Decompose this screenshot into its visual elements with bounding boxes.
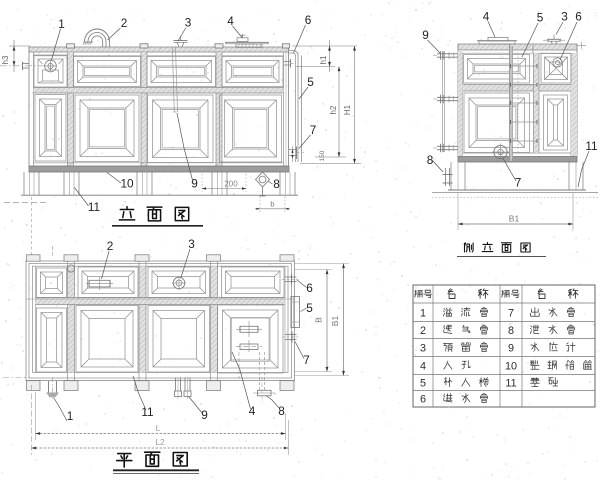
- svg-text:3: 3: [420, 342, 426, 354]
- svg-text:10: 10: [505, 360, 517, 372]
- svg-text:B1: B1: [330, 316, 340, 327]
- svg-text:8: 8: [278, 404, 285, 418]
- svg-text:h2: h2: [329, 105, 338, 114]
- svg-text:8: 8: [427, 153, 434, 167]
- svg-text:5: 5: [306, 301, 313, 315]
- svg-text:11: 11: [585, 139, 597, 153]
- svg-text:9: 9: [201, 408, 208, 422]
- svg-text:h3: h3: [1, 55, 10, 64]
- svg-text:b: b: [270, 200, 274, 209]
- svg-text:5: 5: [537, 11, 544, 25]
- svg-text:11: 11: [141, 405, 153, 419]
- svg-text:6: 6: [305, 13, 312, 27]
- svg-text:11: 11: [505, 377, 516, 389]
- svg-text:1: 1: [58, 17, 65, 31]
- svg-text:2: 2: [420, 325, 426, 337]
- svg-text:9: 9: [422, 28, 429, 42]
- svg-text:4: 4: [420, 360, 426, 372]
- svg-text:3: 3: [561, 10, 568, 24]
- svg-text:8: 8: [273, 177, 280, 191]
- svg-text:6: 6: [306, 281, 313, 295]
- svg-text:B1: B1: [509, 214, 520, 224]
- svg-text:11: 11: [88, 200, 100, 214]
- svg-text:8: 8: [508, 325, 514, 337]
- svg-text:3: 3: [188, 237, 195, 251]
- svg-text:2: 2: [121, 16, 128, 30]
- svg-text:7: 7: [303, 353, 310, 367]
- svg-text:4: 4: [483, 10, 490, 24]
- svg-text:9: 9: [191, 177, 198, 191]
- svg-text:6: 6: [420, 393, 426, 405]
- svg-text:7: 7: [515, 176, 522, 190]
- svg-text:L: L: [156, 423, 161, 433]
- svg-text:6: 6: [575, 10, 582, 24]
- svg-text:2: 2: [107, 239, 114, 253]
- svg-text:1: 1: [67, 409, 74, 423]
- svg-text:9: 9: [508, 342, 514, 354]
- svg-text:4: 4: [227, 14, 234, 28]
- svg-text:5: 5: [420, 377, 426, 389]
- svg-text:7: 7: [310, 123, 317, 137]
- svg-text:4: 4: [249, 404, 256, 418]
- svg-text:200: 200: [224, 180, 238, 189]
- svg-text:H1: H1: [343, 104, 352, 115]
- svg-text:5: 5: [307, 75, 314, 89]
- svg-text:7: 7: [508, 307, 514, 319]
- svg-text:B: B: [314, 317, 324, 323]
- svg-text:h1: h1: [319, 55, 328, 64]
- svg-text:L2: L2: [155, 437, 165, 447]
- svg-text:10: 10: [120, 177, 134, 191]
- svg-text:150: 150: [319, 150, 326, 161]
- svg-text:1: 1: [420, 307, 426, 319]
- svg-text:3: 3: [185, 16, 192, 30]
